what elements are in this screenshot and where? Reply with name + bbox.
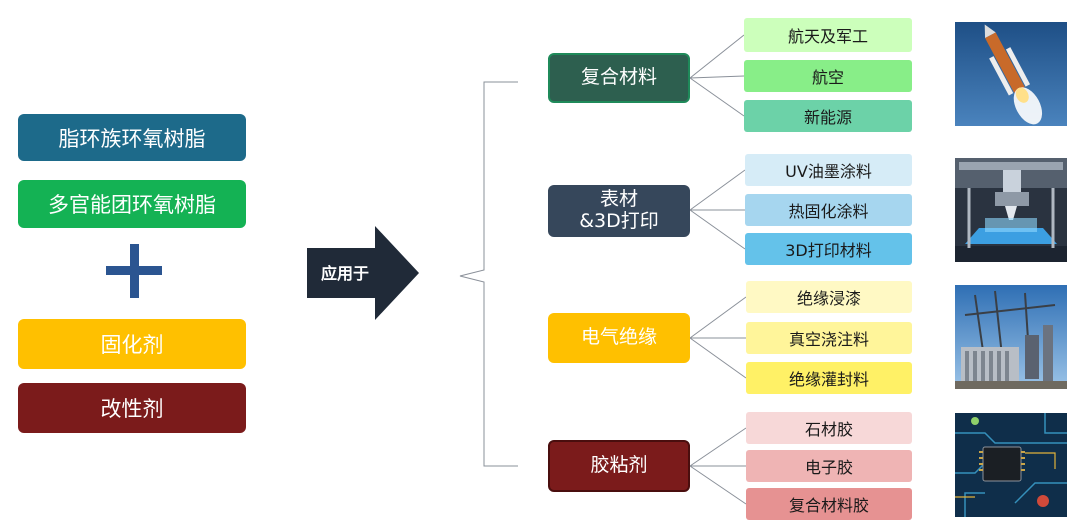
sub-item-vacuum-casting: 真空浇注料 [746, 322, 912, 354]
sub-item-aviation: 航空 [744, 60, 912, 92]
rocket-photo-icon [955, 22, 1067, 126]
sub-item-3d-printing-material: 3D打印材料 [745, 233, 912, 265]
3d-printer-photo-icon [955, 158, 1067, 262]
sub-item-insulating-varnish: 绝缘浸漆 [746, 281, 912, 313]
sub-item-new-energy: 新能源 [744, 100, 912, 132]
category-coatings-3d-printing: 表材 &3D打印 [548, 185, 690, 237]
category-composite-materials: 复合材料 [548, 53, 690, 103]
sub-item-electronic-adhesive: 电子胶 [746, 450, 912, 482]
sub-item-uv-ink-coating: UV油墨涂料 [745, 154, 912, 186]
additive-box-modifier: 改性剂 [18, 383, 246, 433]
sub-item-composite-adhesive: 复合材料胶 [746, 488, 912, 520]
resin-box-alicyclic: 脂环族环氧树脂 [18, 114, 246, 161]
resin-box-multifunctional: 多官能团环氧树脂 [18, 180, 246, 228]
transformer-photo-icon [955, 285, 1067, 389]
sub-item-aerospace-military: 航天及军工 [744, 18, 912, 52]
category-electrical-insulation: 电气绝缘 [548, 313, 690, 363]
arrow-label: 应用于 [320, 264, 369, 283]
additive-box-curing-agent: 固化剂 [18, 319, 246, 369]
sub-item-insulating-potting: 绝缘灌封料 [746, 362, 912, 394]
plus-icon [106, 244, 162, 298]
arrow-right-icon [307, 226, 419, 320]
circuit-board-photo-icon [955, 413, 1067, 517]
category-adhesives: 胶粘剂 [548, 440, 690, 492]
sub-item-stone-adhesive: 石材胶 [746, 412, 912, 444]
sub-item-thermal-curing-coating: 热固化涂料 [745, 194, 912, 226]
